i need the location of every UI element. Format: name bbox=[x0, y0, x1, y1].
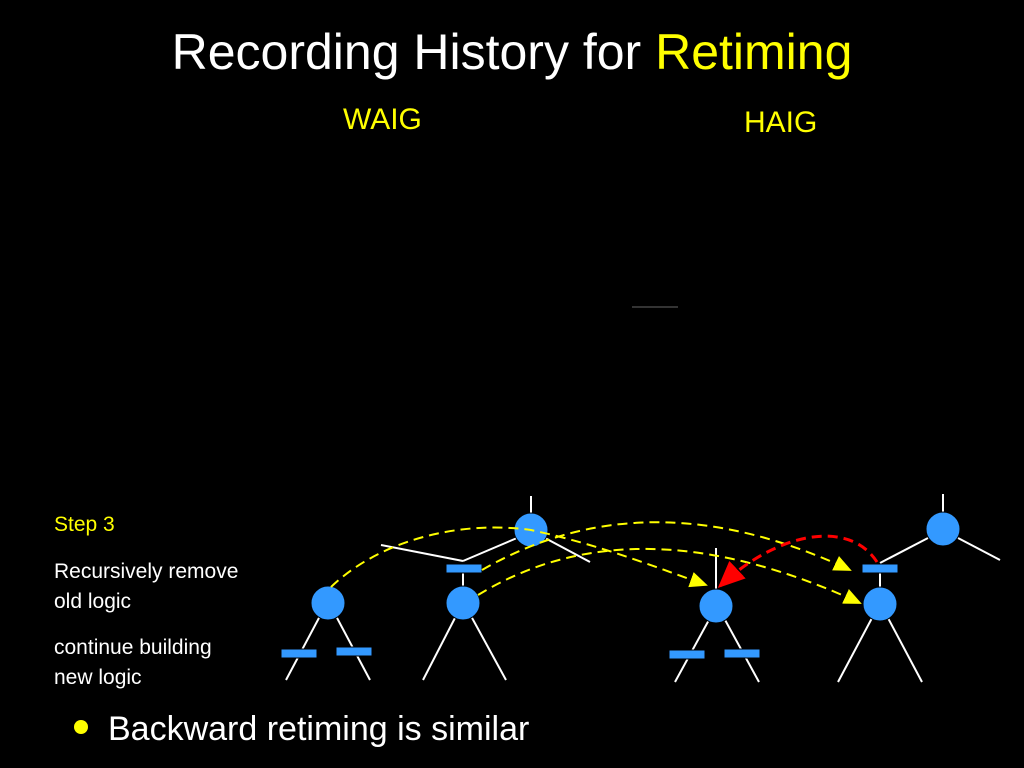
latch bbox=[723, 648, 761, 659]
history-arrow bbox=[477, 547, 862, 604]
bullet-dot bbox=[74, 720, 88, 735]
and-node bbox=[445, 585, 481, 621]
and-nodes bbox=[310, 511, 961, 624]
and-node bbox=[310, 585, 346, 621]
latch bbox=[335, 646, 373, 657]
title-highlight: Retiming bbox=[655, 24, 853, 80]
latch bbox=[445, 563, 483, 574]
history-arrow bbox=[330, 526, 708, 588]
step-description-2: continue building new logic bbox=[54, 636, 212, 689]
waig-label: WAIG bbox=[343, 103, 422, 136]
latch bbox=[861, 563, 899, 574]
bullet-item: Backward retiming is similar bbox=[74, 705, 529, 753]
and-node bbox=[862, 586, 898, 622]
latches bbox=[280, 563, 899, 660]
haig-wires bbox=[674, 494, 1001, 683]
step-description-1: Recursively remove old logic bbox=[54, 560, 239, 613]
and-node bbox=[698, 588, 734, 624]
latch bbox=[668, 649, 706, 660]
and-node bbox=[925, 511, 961, 547]
slide-title: Recording History for Retiming bbox=[0, 22, 1024, 82]
bullet-text: Backward retiming is similar bbox=[108, 710, 530, 748]
retime-arrow bbox=[717, 534, 879, 589]
latch bbox=[280, 648, 318, 659]
step-label: Step 3 bbox=[54, 513, 115, 536]
haig-label: HAIG bbox=[744, 106, 818, 139]
history-arrows bbox=[330, 521, 862, 604]
title-main: Recording History for bbox=[171, 24, 656, 80]
